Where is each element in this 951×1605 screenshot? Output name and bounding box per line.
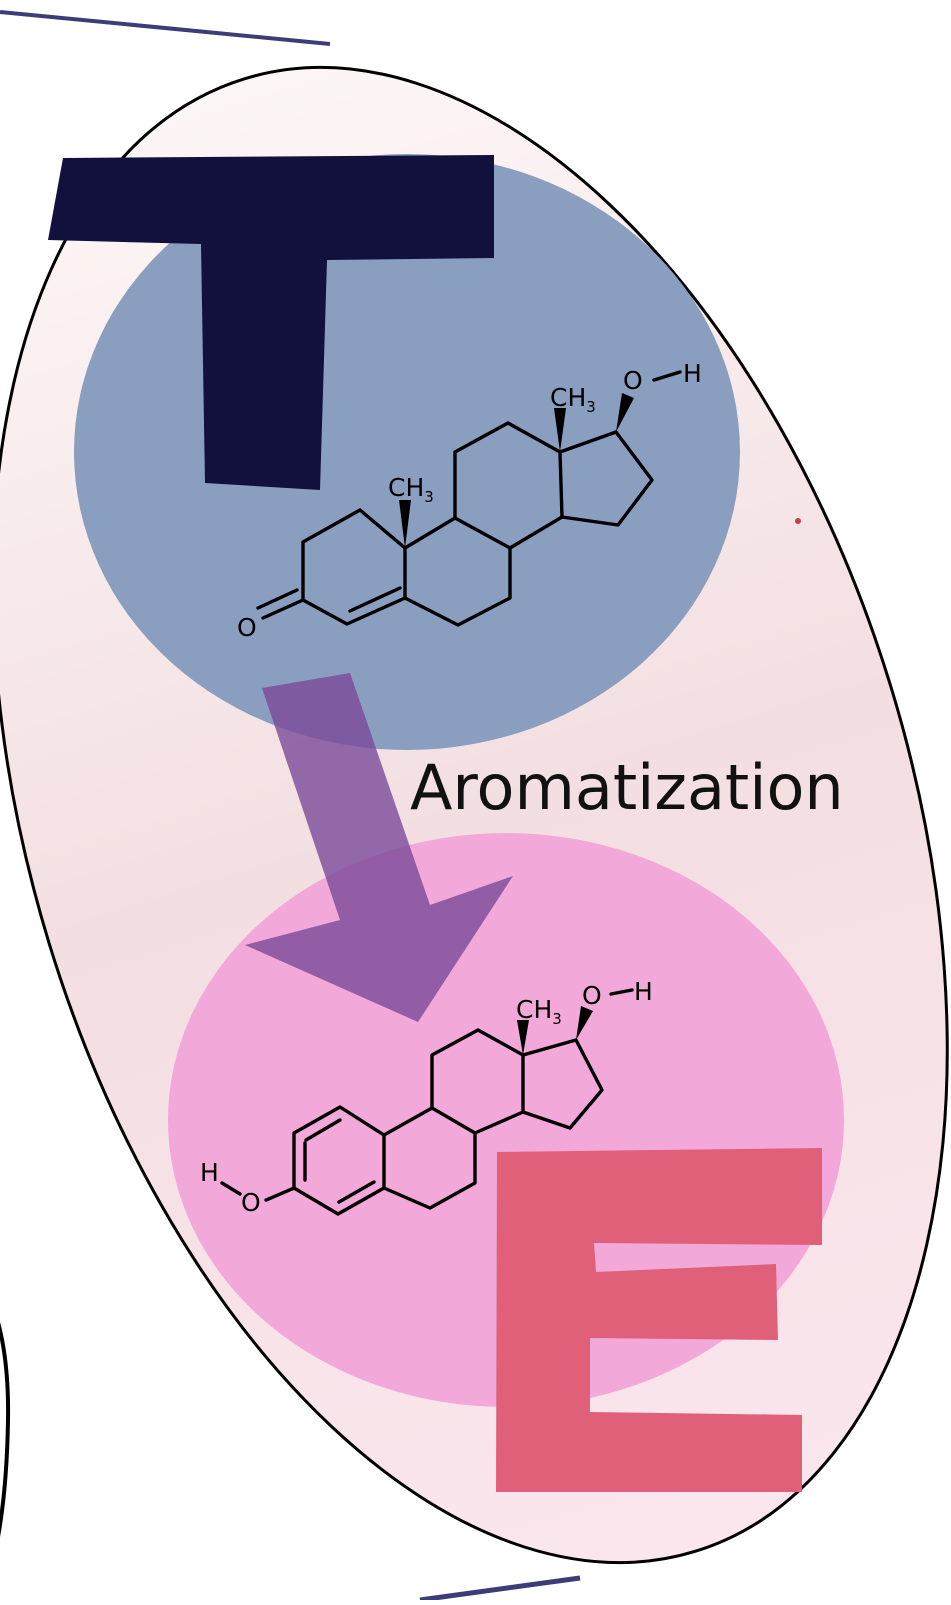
frame-line-bottom <box>419 1575 581 1603</box>
testosterone-ketone-o: O <box>237 613 257 642</box>
testosterone-ketone-bond-1 <box>261 598 305 620</box>
testosterone-alkene <box>348 586 402 613</box>
testosterone-ring-b <box>403 516 512 627</box>
frame-line-top <box>0 10 331 46</box>
estradiol-oh-bond <box>609 988 634 996</box>
testosterone-hydroxyl-h: H <box>683 359 702 388</box>
estradiol-c13-methyl: CH3 <box>516 995 562 1028</box>
letter-t <box>48 155 494 490</box>
estradiol-hydroxyl-h: H <box>634 977 653 1006</box>
estradiol-structure: O H CH3 O H <box>200 977 653 1217</box>
aromatization-arrow <box>245 673 513 1022</box>
estradiol-aromatic-2 <box>337 1180 376 1204</box>
testosterone-oh-bond <box>652 370 682 382</box>
estradiol-hydroxyl-o: O <box>582 981 602 1010</box>
testosterone-ring-d <box>558 430 654 527</box>
estradiol-phenol-o: O <box>241 1188 261 1217</box>
estradiol-c17-oh-wedge <box>576 1006 593 1040</box>
testosterone-c10-methyl-wedge <box>399 500 411 548</box>
letter-e <box>496 1148 822 1492</box>
testosterone-hydroxyl-o: O <box>623 366 643 395</box>
testosterone-c17-oh-wedge <box>616 393 634 432</box>
testosterone-ketone-bond-2 <box>256 588 299 610</box>
estradiol-phenol-bond <box>264 1186 296 1202</box>
estradiol-ring-b <box>382 1106 477 1210</box>
estradiol-ring-d <box>521 1038 604 1130</box>
estradiol-ring-c <box>430 1028 525 1135</box>
estradiol-phenol-oh-bond <box>220 1181 242 1196</box>
testosterone-c10-methyl: CH3 <box>388 473 434 506</box>
estradiol-phenol-h: H <box>200 1158 219 1187</box>
testosterone-ring-c <box>453 421 564 550</box>
aromatization-label: Aromatization <box>410 751 844 824</box>
stray-dot <box>795 518 801 524</box>
testosterone-structure: O CH3 CH3 O H <box>237 359 702 642</box>
testosterone-c13-methyl-wedge <box>554 408 566 452</box>
testosterone-c13-methyl: CH3 <box>550 383 596 416</box>
estradiol-c13-methyl-wedge <box>517 1020 529 1055</box>
estradiol-aromatic-1 <box>304 1118 342 1142</box>
frame-curve-left <box>0 1322 11 1537</box>
